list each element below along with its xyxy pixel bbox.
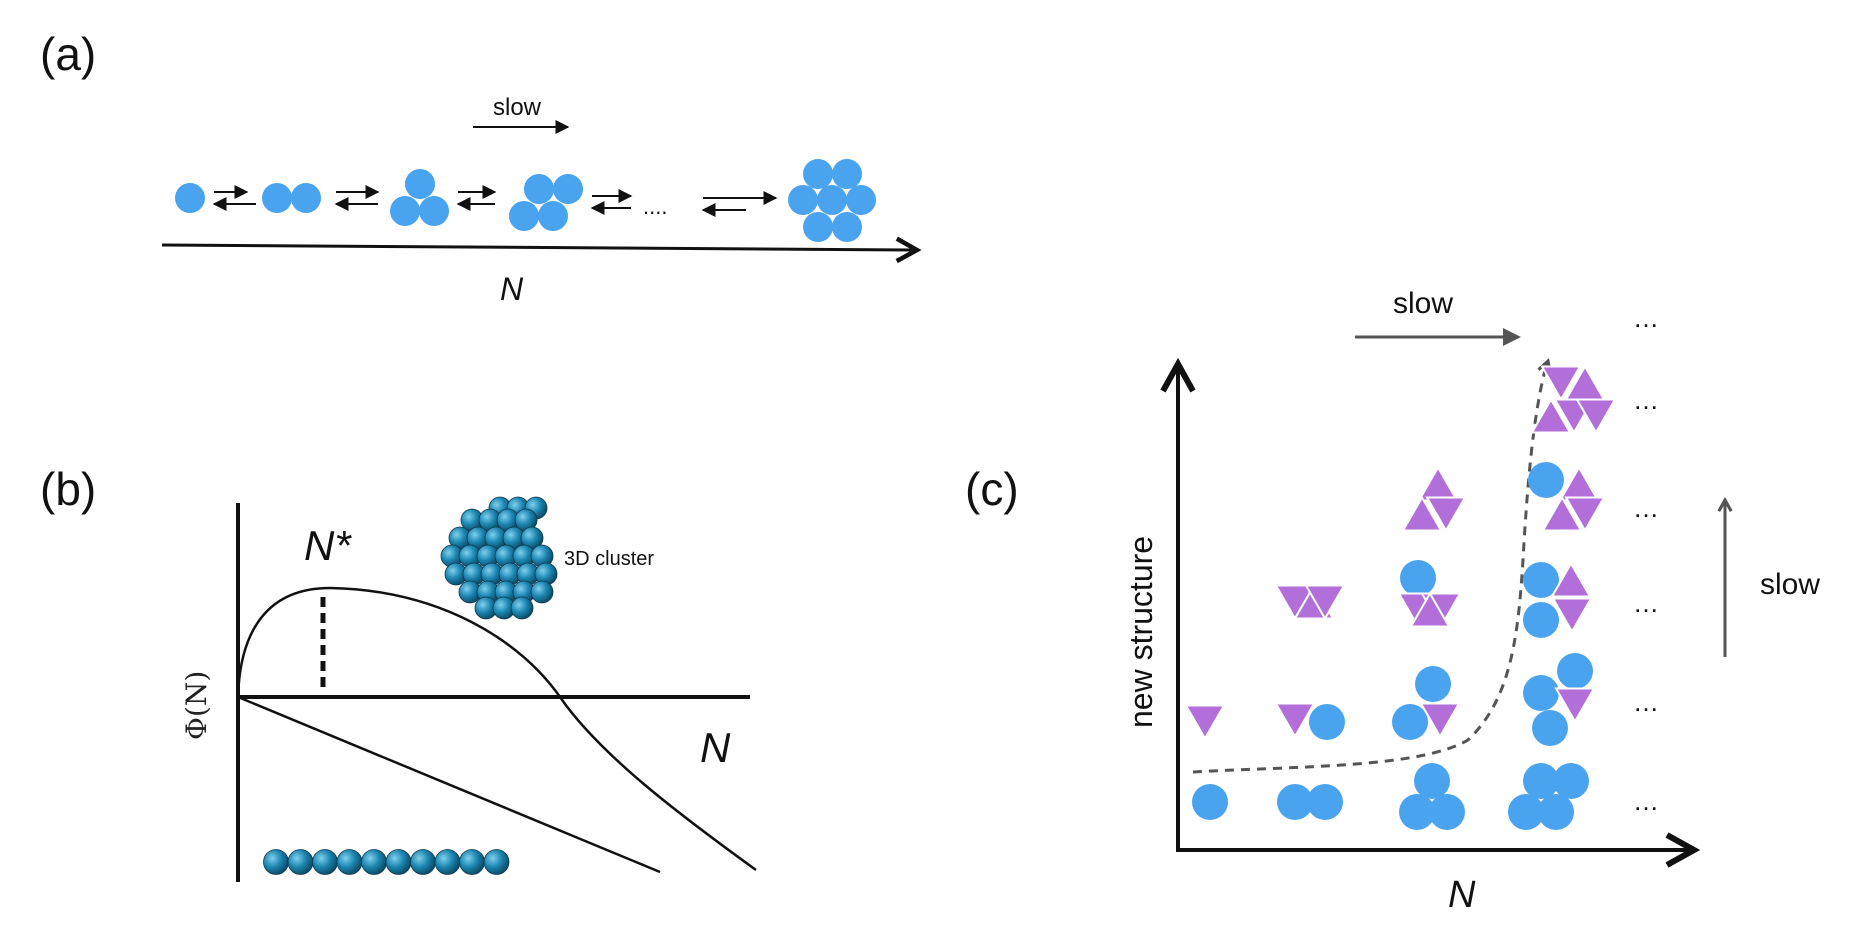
blue-particle bbox=[1309, 704, 1345, 740]
chain-sphere bbox=[336, 849, 363, 875]
blue-particle bbox=[1415, 666, 1451, 702]
blue-particle bbox=[1523, 763, 1559, 799]
blue-particle bbox=[1523, 562, 1559, 598]
blue-particle bbox=[1528, 462, 1564, 498]
monomer bbox=[175, 183, 205, 213]
n-axis-label-a: N bbox=[500, 271, 524, 307]
cluster-free-energy-curve bbox=[236, 586, 757, 872]
purple-triangle-up bbox=[1541, 495, 1583, 532]
chain-sphere bbox=[263, 849, 289, 875]
purple-triangle-down bbox=[1554, 687, 1596, 724]
blue-particle bbox=[1307, 784, 1343, 820]
panel-b: (b) Φ(N) N N* 3D cluster bbox=[40, 463, 757, 882]
ellipsis-row-3: … bbox=[1633, 588, 1659, 618]
panel-a: (a) slow bbox=[40, 28, 917, 307]
cluster-sequence bbox=[175, 159, 876, 242]
slow-top-label: slow bbox=[1393, 287, 1453, 320]
n-axis-label-c: N bbox=[1448, 874, 1476, 916]
blue-particle bbox=[1414, 763, 1450, 799]
purple-triangle-up bbox=[1558, 465, 1600, 502]
chain-sphere bbox=[312, 849, 338, 875]
ellipsis-row-6: … bbox=[1633, 303, 1659, 333]
blue-particle bbox=[1553, 763, 1589, 799]
panel-a-label: (a) bbox=[40, 28, 96, 80]
n-star-label: N* bbox=[304, 522, 352, 569]
new-structure-label: new structure bbox=[1123, 536, 1159, 728]
purple-triangle-down bbox=[1551, 597, 1593, 634]
cluster-sphere bbox=[510, 596, 534, 620]
blue-particle bbox=[1557, 653, 1593, 689]
purple-triangle-up bbox=[1417, 465, 1459, 502]
pathway-dashed-curve bbox=[1192, 362, 1549, 774]
blue-particle bbox=[1532, 710, 1568, 746]
purple-triangle-down bbox=[1419, 702, 1461, 739]
n-axis-a bbox=[161, 245, 917, 250]
purple-triangle-down bbox=[1575, 398, 1617, 435]
ellipsis-row-2: … bbox=[1633, 687, 1659, 717]
chain-sphere bbox=[410, 849, 436, 875]
n-axis-label-b: N bbox=[700, 724, 731, 771]
chain-sphere bbox=[361, 849, 387, 875]
blue-particle bbox=[1400, 560, 1436, 596]
slow-arrow-label-a: slow bbox=[493, 94, 542, 121]
chain-icon bbox=[263, 849, 510, 875]
3d-cluster-icon bbox=[440, 496, 558, 620]
purple-triangle-down bbox=[1184, 704, 1226, 741]
purple-triangle-down bbox=[1540, 365, 1582, 402]
cluster-sphere bbox=[530, 580, 554, 604]
blue-particle bbox=[1538, 794, 1574, 830]
purple-triangle-up bbox=[1550, 561, 1592, 598]
particle-grid bbox=[1184, 364, 1617, 830]
trimer bbox=[390, 169, 449, 226]
panel-c: (c) new structure N slow slow … … … … … … bbox=[965, 287, 1820, 916]
phi-label: Φ(N) bbox=[180, 671, 213, 740]
heptamer bbox=[788, 159, 876, 242]
blue-particle bbox=[1277, 784, 1313, 820]
purple-triangle-down bbox=[1564, 496, 1606, 533]
chain-free-energy-line bbox=[237, 695, 661, 874]
chain-sphere bbox=[434, 849, 461, 875]
purple-triangle-up bbox=[1530, 397, 1572, 434]
chain-sphere bbox=[287, 849, 314, 875]
blue-particle bbox=[1523, 675, 1559, 711]
tetramer bbox=[509, 174, 583, 231]
blue-particle bbox=[1429, 794, 1465, 830]
purple-triangle-up bbox=[1409, 591, 1451, 628]
ellipsis-row-1: … bbox=[1633, 786, 1659, 816]
ellipsis-row-5: … bbox=[1633, 385, 1659, 415]
panel-b-label: (b) bbox=[40, 463, 96, 515]
equilibrium-arrows bbox=[212, 185, 778, 217]
blue-particle bbox=[1192, 784, 1228, 820]
dimer bbox=[262, 183, 321, 213]
blue-particle bbox=[1392, 704, 1428, 740]
blue-particle bbox=[1399, 794, 1435, 830]
ellipsis-row-4: … bbox=[1633, 493, 1659, 523]
purple-triangle-down bbox=[1425, 496, 1467, 533]
blue-particle bbox=[1508, 794, 1544, 830]
slow-side-label: slow bbox=[1760, 568, 1820, 601]
panel-c-label: (c) bbox=[965, 463, 1019, 515]
purple-triangle-up bbox=[1401, 495, 1443, 532]
blue-particle bbox=[1523, 602, 1559, 638]
chain-sphere bbox=[459, 849, 485, 875]
purple-triangle-down bbox=[1304, 584, 1346, 621]
row-ellipses: … … … … … … bbox=[1633, 303, 1659, 816]
ellipsis-a: .... bbox=[643, 194, 667, 219]
3d-cluster-label: 3D cluster bbox=[564, 548, 654, 570]
chain-sphere bbox=[385, 849, 412, 875]
chain-sphere bbox=[483, 849, 510, 875]
purple-triangle-down bbox=[1274, 702, 1316, 739]
